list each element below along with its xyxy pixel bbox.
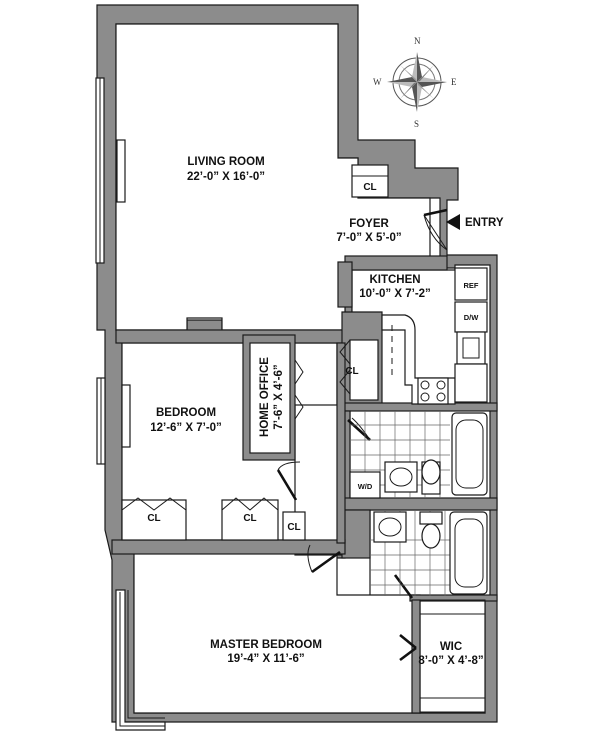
toilet-2-bowl bbox=[421, 523, 441, 549]
foyer-dims: 7’-0” X 5’-0” bbox=[336, 232, 401, 244]
wic-name: WIC bbox=[440, 641, 462, 653]
hall-closet-interior bbox=[349, 339, 379, 401]
kitchen-top-wall bbox=[344, 255, 448, 271]
bedroom-name: BEDROOM bbox=[156, 407, 216, 419]
bath2-bottom-wall bbox=[409, 594, 498, 602]
counter-right bbox=[454, 363, 488, 403]
compass-south-label: S bbox=[414, 119, 419, 129]
closets bbox=[121, 164, 389, 541]
compass-rose: N S E W bbox=[373, 36, 457, 129]
partitions bbox=[111, 255, 498, 714]
washer-dryer-label: W/D bbox=[358, 482, 373, 491]
wic-dims: 8’-0” X 4’-8” bbox=[418, 655, 483, 667]
stove bbox=[417, 377, 449, 405]
wic-shelf-top bbox=[419, 599, 486, 615]
bedroom-closet-1-label: CL bbox=[147, 513, 160, 524]
hall-right-wall bbox=[336, 342, 346, 544]
living-room-name: LIVING ROOM bbox=[187, 156, 264, 168]
compass-north-label: N bbox=[414, 36, 421, 46]
bedroom-closet-2-label: CL bbox=[243, 513, 256, 524]
kitchen-name: KITCHEN bbox=[369, 274, 420, 286]
hall-closet-label: CL bbox=[345, 366, 358, 377]
master-window-corner bbox=[115, 589, 166, 731]
home-office-dims: 7’-6” X 4’-6” bbox=[273, 364, 285, 429]
bedroom-closet-2 bbox=[221, 499, 279, 541]
bedroom-dims: 12’-6” X 7’-0” bbox=[150, 422, 222, 434]
kitchen-dims: 10’-0” X 7’-2” bbox=[359, 288, 431, 300]
refrigerator-label: REF bbox=[464, 281, 479, 290]
hall-closet-small bbox=[282, 511, 306, 541]
bathtub-1 bbox=[451, 412, 488, 496]
bath-1 bbox=[349, 411, 488, 499]
home-office-floor bbox=[249, 342, 291, 454]
entry-arrow-icon bbox=[446, 214, 460, 230]
wic-shelf-bottom bbox=[419, 697, 486, 713]
room-floors bbox=[115, 23, 491, 714]
compass-east-label: E bbox=[451, 77, 457, 87]
living-room-dims: 22’-0” X 16’-0” bbox=[187, 171, 265, 183]
bath-2-tiles bbox=[370, 510, 450, 596]
foyer-closet-label: CL bbox=[363, 182, 376, 193]
windows bbox=[95, 77, 166, 731]
labels: LIVING ROOM 22’-0” X 16’-0” FOYER 7’-0” … bbox=[147, 156, 504, 667]
hall-closet-small-label: CL bbox=[287, 522, 300, 533]
foyer-closet bbox=[351, 164, 389, 198]
living-bedroom-wall bbox=[115, 329, 346, 344]
washer-dryer bbox=[349, 471, 381, 499]
bedroom-master-wall bbox=[111, 539, 346, 555]
compass-west-label: W bbox=[373, 77, 382, 87]
entry-label: ENTRY bbox=[465, 217, 504, 229]
kitchen-left-wall bbox=[337, 261, 353, 308]
bath-divider-wall bbox=[341, 497, 498, 511]
bedroom-window-sill bbox=[121, 384, 131, 448]
bathtub-2 bbox=[449, 511, 488, 595]
bath-2 bbox=[370, 510, 488, 596]
bedroom-closet-1 bbox=[121, 499, 187, 541]
master-bedroom-name: MASTER BEDROOM bbox=[210, 639, 322, 651]
master-bedroom-dims: 19’-4” X 11’-6” bbox=[227, 653, 304, 665]
toilet-2-tank bbox=[419, 511, 443, 525]
bath2-left-wall bbox=[341, 509, 371, 559]
wic-left-wall bbox=[411, 599, 421, 714]
foyer-name: FOYER bbox=[349, 218, 389, 230]
home-office-name: HOME OFFICE bbox=[259, 357, 271, 437]
refrigerator bbox=[454, 267, 488, 301]
kitchen-sink bbox=[456, 331, 486, 365]
living-window-sill bbox=[116, 139, 126, 203]
kitchen-fixtures bbox=[381, 267, 488, 405]
doors bbox=[276, 208, 448, 662]
dishwasher-label: D/W bbox=[464, 313, 480, 322]
